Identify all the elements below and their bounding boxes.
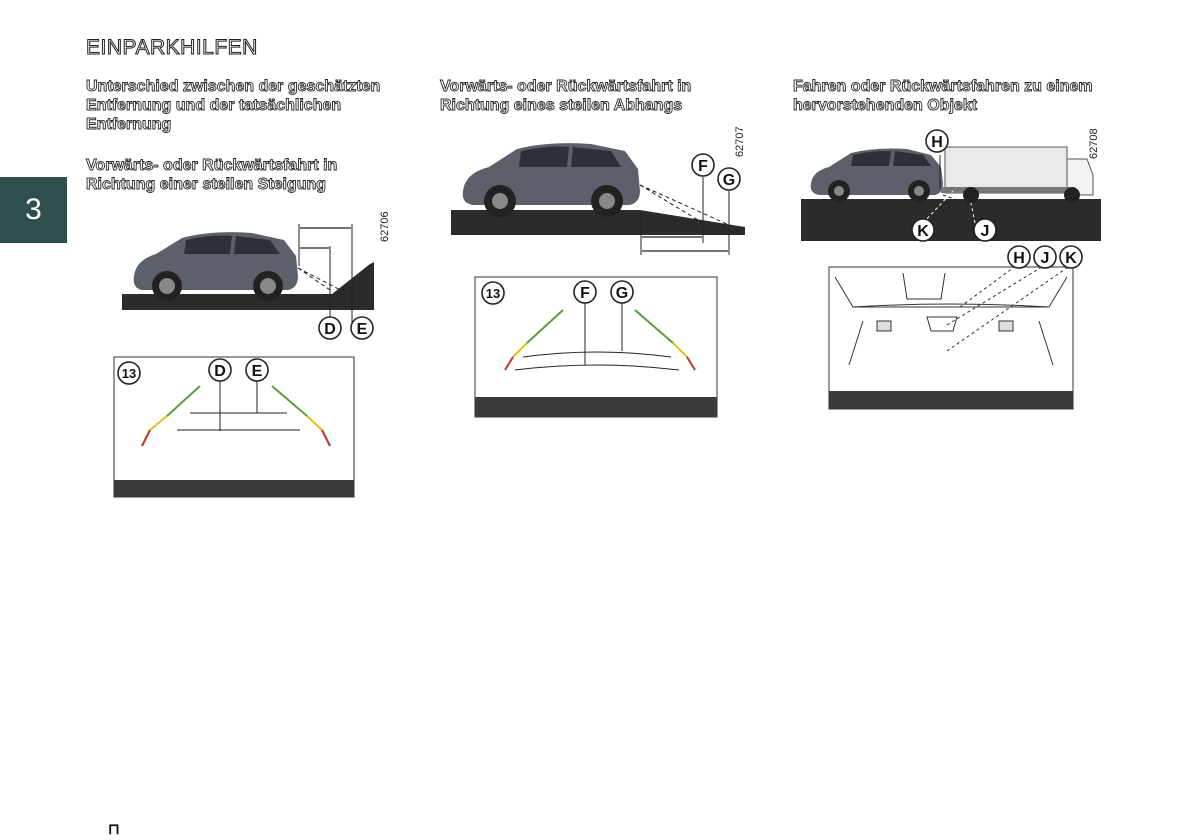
screen-label-h: H <box>1013 250 1025 267</box>
screen-label-g: G <box>616 285 628 302</box>
figure-code: 62707 <box>734 126 746 157</box>
screen-label-k: K <box>1065 250 1077 267</box>
figure-incline: 62706 D E 13 D E <box>112 206 397 516</box>
screen-badge: 13 <box>486 286 500 301</box>
figure-code: 62708 <box>1088 128 1100 159</box>
page-title: EINPARKHILFEN <box>86 36 258 60</box>
heading-steep-slope: Vorwärts- oder Rückwärtsfahrt in Richtun… <box>440 78 692 115</box>
chapter-tab[interactable]: 3 <box>0 177 67 243</box>
figure-code: 62706 <box>379 211 391 242</box>
page-number: ⊓ <box>108 821 120 838</box>
figure-slope: 62707 F G 13 F G <box>445 125 750 425</box>
screen-label-d: D <box>214 363 226 380</box>
label-j: J <box>981 223 990 240</box>
car-icon <box>810 148 943 202</box>
heading-steep-incline: Vorwärts- oder Rückwärtsfahrt in Richtun… <box>86 157 338 194</box>
truck-icon <box>941 146 1094 203</box>
heading-protruding-object: Fahren oder Rückwärtsfahren zu einem her… <box>793 78 1094 115</box>
heading-distance-difference: Unterschied zwischen der geschätzten Ent… <box>86 78 381 134</box>
screen-badge: 13 <box>122 366 136 381</box>
label-f: F <box>698 158 708 175</box>
label-k: K <box>917 223 929 240</box>
figure-protruding-object: 62708 H K J H J K <box>795 125 1105 425</box>
label-g: G <box>723 172 735 189</box>
screen-label-e: E <box>252 363 263 380</box>
label-h: H <box>931 134 943 151</box>
screen-label-f: F <box>580 285 590 302</box>
car-icon <box>462 143 640 217</box>
screen-label-j: J <box>1041 250 1050 267</box>
label-d: D <box>324 321 336 338</box>
car-icon <box>133 232 298 301</box>
label-e: E <box>357 321 368 338</box>
